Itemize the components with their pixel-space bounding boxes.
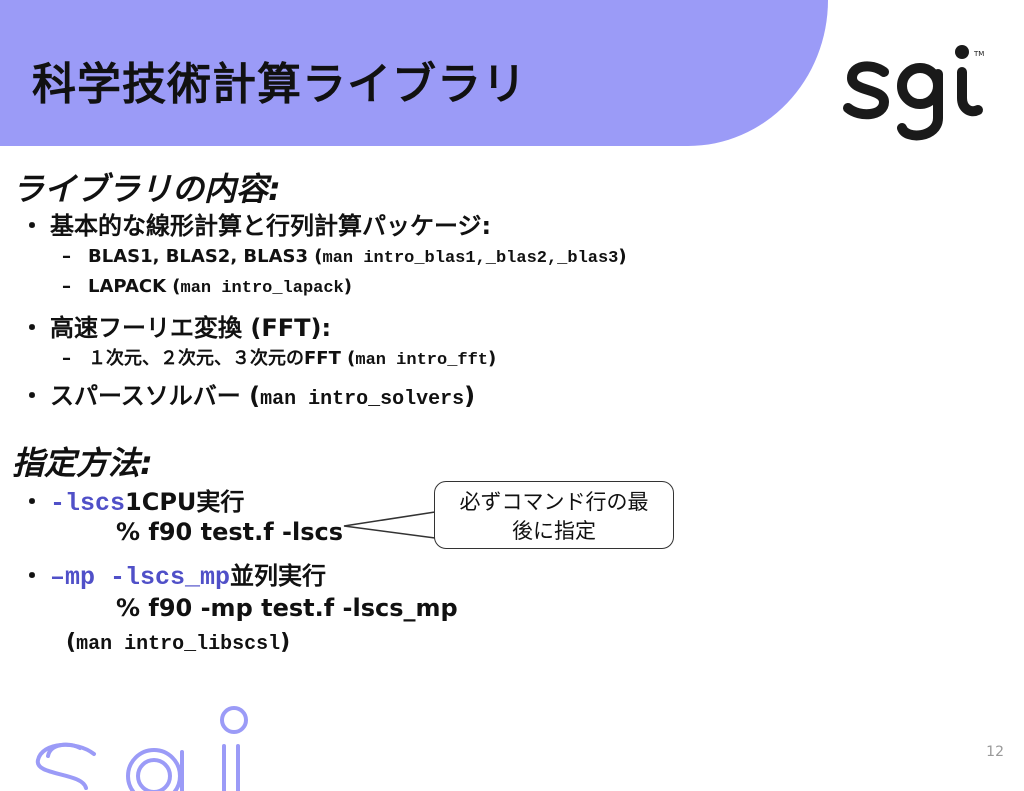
- list-item-label: スパースソルバー (: [50, 382, 261, 410]
- close-paren: ): [618, 246, 627, 267]
- callout-note: 必ずコマンド行の最 後に指定: [434, 481, 674, 549]
- callout-line: 必ずコマンド行の最: [459, 490, 649, 514]
- svg-text:TM: TM: [973, 50, 984, 58]
- bullet: ・: [20, 382, 44, 410]
- dash: –: [62, 348, 71, 369]
- man-command: man intro_solvers: [260, 388, 465, 411]
- man-command: man intro_blas1,_blas2,_blas3: [322, 249, 619, 268]
- list-item-label: 基本的な線形計算と行列計算パッケージ:: [50, 212, 492, 240]
- bullet: ・: [20, 212, 44, 240]
- open-paren: (: [66, 630, 77, 655]
- close-paren: ): [343, 276, 352, 297]
- list-item-sparse-solver: ・ スパースソルバー ( man intro_solvers ): [20, 376, 475, 411]
- compiler-flag: –mp -lscs_mp: [50, 563, 231, 592]
- man-command: man intro_lapack: [180, 279, 344, 298]
- sgi-watermark-logo-icon: [35, 706, 248, 791]
- sub-item-lapack: – LAPACK ( man intro_lapack ): [62, 276, 352, 298]
- bullet: ・: [20, 314, 44, 342]
- header-band: [0, 0, 828, 146]
- list-item-linear-algebra: ・ 基本的な線形計算と行列計算パッケージ:: [20, 206, 491, 241]
- sgi-logo-icon: TM: [843, 45, 984, 141]
- man-command: man intro_fft: [355, 351, 488, 370]
- sub-item-blas: – BLAS1, BLAS2, BLAS3 ( man intro_blas1,…: [62, 246, 627, 268]
- man-command: man intro_libscsl: [76, 633, 281, 656]
- dash: –: [62, 276, 71, 297]
- contents-heading: ライブラリの内容:: [12, 170, 281, 208]
- close-paren: ): [280, 630, 291, 655]
- command-line: % f90 -mp test.f -lscs_mp: [116, 594, 458, 622]
- sub-item-fft-dims: – １次元、２次元、３次元のFFT ( man intro_fft ): [62, 344, 496, 370]
- page-number: 12: [986, 744, 1004, 760]
- slide-title: 科学技術計算ライブラリ: [32, 59, 527, 110]
- bullet: ・: [20, 488, 44, 516]
- callout-line: 後に指定: [512, 519, 596, 543]
- list-item-fft: ・ 高速フーリエ変換 (FFT):: [20, 308, 331, 343]
- close-paren: ): [464, 382, 476, 410]
- close-paren: ): [488, 348, 497, 369]
- compiler-flag: -lscs: [50, 489, 126, 518]
- sub-item-text: １次元、２次元、３次元のFFT (: [88, 348, 356, 369]
- list-item-lscs-mp: ・ –mp -lscs_mp 並列実行: [20, 556, 326, 592]
- dash: –: [62, 246, 71, 267]
- usage-heading: 指定方法:: [12, 444, 153, 482]
- list-item-lscs: ・ -lscs 1CPU実行: [20, 482, 244, 518]
- list-item-label: 1CPU実行: [125, 488, 245, 516]
- man-note: ( man intro_libscsl ): [66, 630, 290, 656]
- bullet: ・: [20, 562, 44, 590]
- command-line: % f90 test.f -lscs: [116, 518, 344, 546]
- list-item-label: 並列実行: [230, 562, 327, 590]
- sub-item-text: BLAS1, BLAS2, BLAS3 (: [88, 246, 323, 267]
- callout-tail: [343, 511, 436, 539]
- sub-item-text: LAPACK (: [88, 276, 181, 297]
- list-item-label: 高速フーリエ変換 (FFT):: [50, 314, 332, 342]
